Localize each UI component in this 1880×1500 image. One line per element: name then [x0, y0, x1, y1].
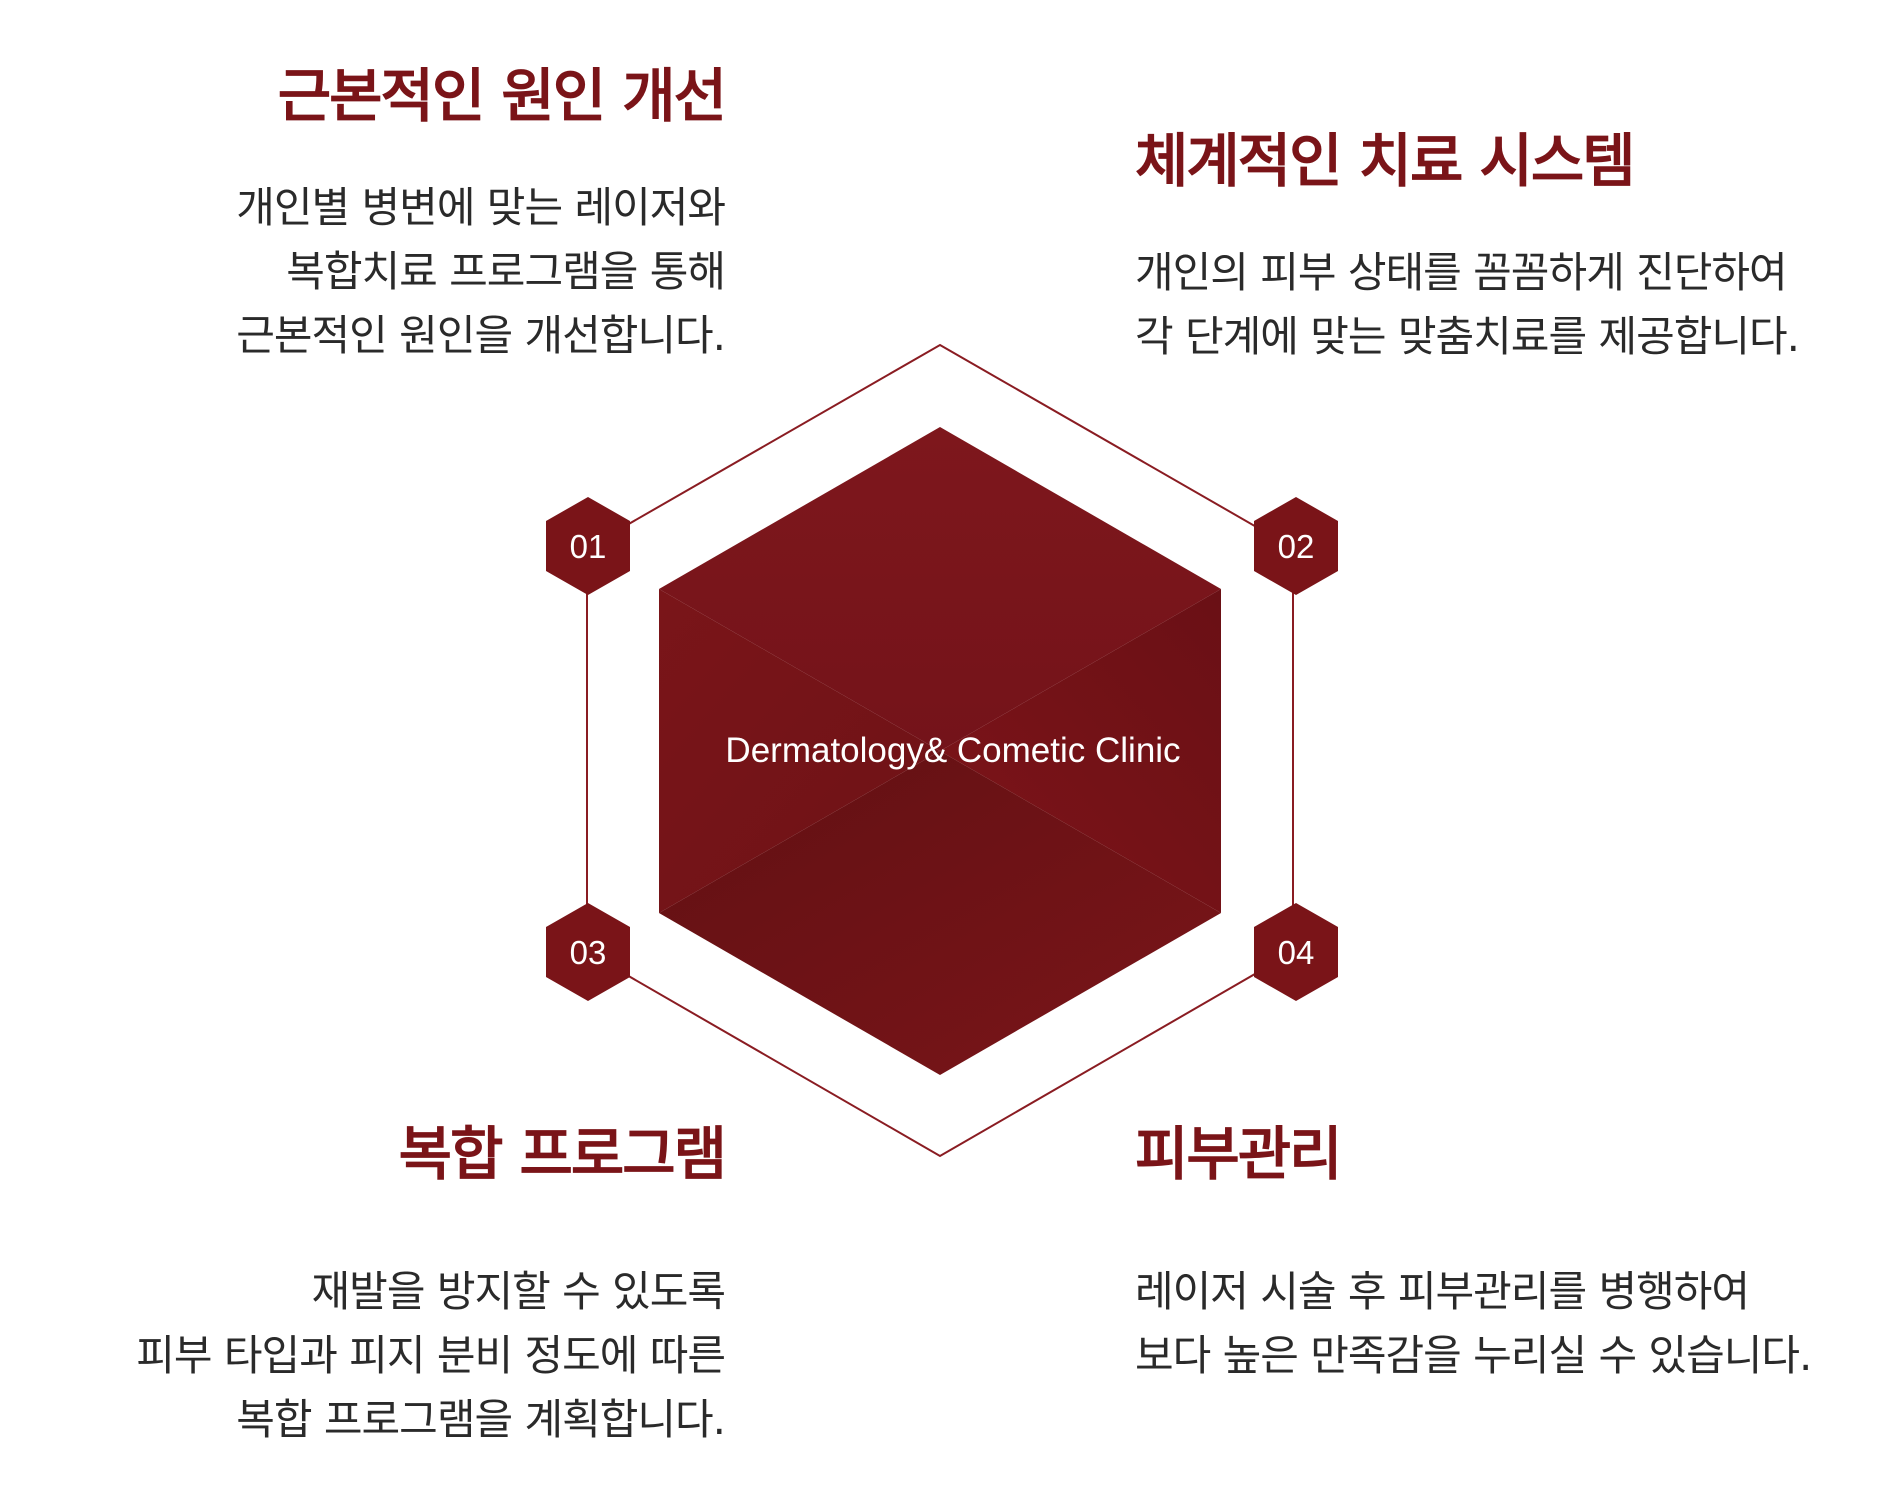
description-line: 피부 타입과 피지 분비 정도에 따른 [136, 1331, 726, 1380]
feature-title: 피부관리 [1135, 1120, 1342, 1188]
hexagon-face-left [659, 589, 940, 913]
badge-02: 02 [1254, 497, 1338, 595]
description-line: 복합치료 프로그램을 통해 [286, 247, 726, 296]
feature-02: 체계적인 치료 시스템 개인의 피부 상태를 꼼꼼하게 진단하여 각 단계에 맞… [1135, 125, 1800, 369]
center-label: Dermatology& Cometic Clinic [725, 731, 1180, 770]
feature-description: 재발을 방지할 수 있도록 피부 타입과 피지 분비 정도에 따른 복합 프로그… [105, 1260, 726, 1452]
feature-title: 복합 프로그램 [398, 1120, 727, 1188]
description-line: 재발을 방지할 수 있도록 [311, 1267, 726, 1316]
badge-number: 02 [1278, 528, 1315, 565]
description-line: 복합 프로그램을 계획합니다. [236, 1395, 726, 1444]
badge-04: 04 [1254, 903, 1338, 1001]
badge-number: 04 [1278, 934, 1315, 971]
feature-04: 피부관리 레이저 시술 후 피부관리를 병행하여 보다 높은 만족감을 누리실 … [1135, 1118, 1812, 1388]
feature-03: 복합 프로그램 재발을 방지할 수 있도록 피부 타입과 피지 분비 정도에 따… [105, 1118, 727, 1452]
badge-number: 01 [570, 528, 607, 565]
inner-hexagon [659, 427, 1221, 1075]
hexagon-face-bottom [659, 751, 1221, 1075]
badge-01: 01 [546, 497, 630, 595]
feature-title: 근본적인 원인 개선 [277, 62, 727, 130]
description-line: 보다 높은 만족감을 누리실 수 있습니다. [1135, 1331, 1812, 1380]
description-line: 근본적인 원인을 개선합니다. [236, 311, 726, 360]
description-line: 개인별 병변에 맞는 레이저와 [236, 183, 726, 232]
badge-number: 03 [570, 934, 607, 971]
feature-description: 레이저 시술 후 피부관리를 병행하여 보다 높은 만족감을 누리실 수 있습니… [1135, 1260, 1812, 1388]
badge-03: 03 [546, 903, 630, 1001]
description-line: 개인의 피부 상태를 꼼꼼하게 진단하여 [1135, 248, 1788, 297]
description-line: 각 단계에 맞는 맞춤치료를 제공합니다. [1135, 312, 1800, 361]
feature-description: 개인별 병변에 맞는 레이저와 복합치료 프로그램을 통해 근본적인 원인을 개… [105, 176, 726, 368]
feature-01: 근본적인 원인 개선 개인별 병변에 맞는 레이저와 복합치료 프로그램을 통해… [105, 60, 727, 368]
description-line: 레이저 시술 후 피부관리를 병행하여 [1135, 1267, 1750, 1316]
feature-description: 개인의 피부 상태를 꼼꼼하게 진단하여 각 단계에 맞는 맞춤치료를 제공합니… [1135, 241, 1800, 369]
feature-title: 체계적인 치료 시스템 [1135, 127, 1636, 195]
hexagon-face-right [940, 589, 1221, 913]
